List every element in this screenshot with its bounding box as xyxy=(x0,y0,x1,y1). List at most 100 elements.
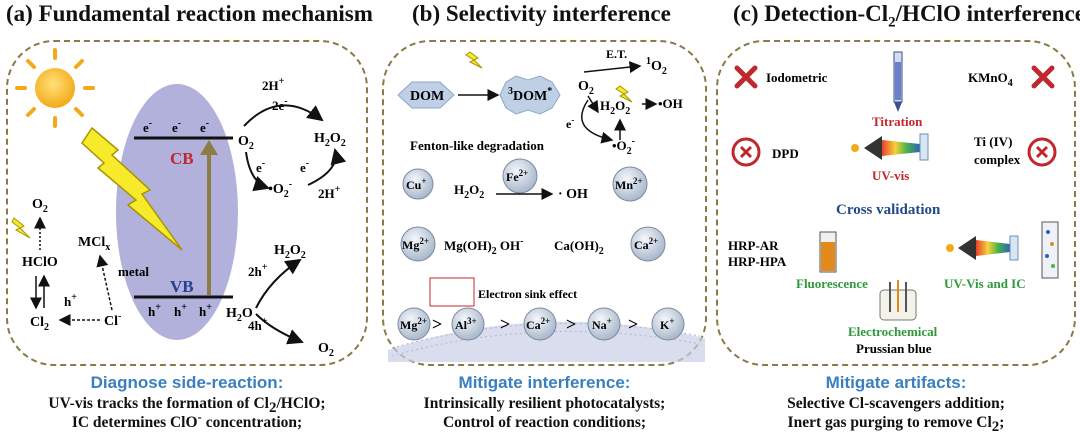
svg-text:>: > xyxy=(566,314,576,334)
panel-b-caption-title: Mitigate interference: xyxy=(458,373,631,392)
svg-text:Ca2+: Ca2+ xyxy=(634,236,658,252)
h-plus-label: h+ xyxy=(64,292,77,309)
lightning-b-icon xyxy=(465,51,483,69)
o2-label: O2 xyxy=(238,134,254,152)
svg-text:Na+: Na+ xyxy=(592,316,612,332)
ion-ranking: Mg2+ > Al3+ > Ca2+ > Na+ > K+ xyxy=(397,307,685,341)
panel-a-frame xyxy=(6,40,368,366)
panel-a-title: (a) Fundamental reaction mechanism xyxy=(6,1,373,26)
svg-text:>: > xyxy=(628,314,638,334)
metal-label: metal xyxy=(118,264,149,279)
panel-c-caption-title: Mitigate artifacts: xyxy=(825,373,967,392)
cuvette-icon xyxy=(819,231,837,273)
titration-label: Titration xyxy=(872,114,923,129)
panel-c-frame xyxy=(716,40,1076,366)
small-lightning-icon xyxy=(11,217,31,239)
svg-text:h+: h+ xyxy=(199,302,212,319)
electrochemical-label: Electrochemical xyxy=(848,324,938,339)
electron-sink-label: Electron sink effect xyxy=(478,287,577,301)
h2o2-b-label: H2O2 xyxy=(600,98,630,117)
excited-dom-label: 3DOM* xyxy=(508,86,552,104)
o2-vb-label: O2 xyxy=(318,341,334,359)
oh-radical-label: •OH xyxy=(658,96,683,111)
hydroxide-ions: Mg2+ Mg(OH)2 OH- Ca(OH)2 Ca2+ xyxy=(400,226,666,262)
uv-ic-icon xyxy=(946,221,1059,279)
cross-icon xyxy=(734,65,758,89)
cb-label: CB xyxy=(170,149,194,168)
panel-b-caption-line2: Control of reaction conditions; xyxy=(442,414,647,431)
chloride-label: Cl- xyxy=(104,311,121,329)
svg-text:Mg2+: Mg2+ xyxy=(402,236,429,252)
svg-text:e-: e- xyxy=(172,118,181,135)
h2o-label: H2O xyxy=(226,306,253,324)
hrp-ar-label: HRP-AR xyxy=(728,238,779,253)
uv-vis-prism-icon xyxy=(851,133,929,161)
svg-text:Cu+: Cu+ xyxy=(406,176,426,192)
h2o2-label-vb: H2O2 xyxy=(274,243,306,261)
oh-fenton-label: · OH xyxy=(558,187,588,202)
lightning-icon xyxy=(81,126,183,251)
sun-icon xyxy=(15,48,95,128)
panel-a-caption-line2: IC determines ClO- concentration; xyxy=(71,408,303,431)
cross-validation-label: Cross validation xyxy=(836,202,941,218)
svg-text:Mg(OH)2 OH-: Mg(OH)2 OH- xyxy=(444,236,523,257)
no-symbol-icon xyxy=(1027,137,1057,167)
dpd-label: DPD xyxy=(772,146,799,161)
svg-text:Mn2+: Mn2+ xyxy=(615,176,643,192)
panel-c-caption-line2: Inert gas purging to remove Cl2; xyxy=(787,414,1005,436)
superoxide-label: •O2- xyxy=(268,179,292,200)
electrochemical-cell-icon xyxy=(879,280,917,321)
fenton-ions: Cu+ Fe2+ Mn2+ xyxy=(402,158,648,202)
et-label: E.T. xyxy=(606,47,627,61)
fenton-label: Fenton-like degradation xyxy=(410,138,545,153)
uv-vis-label: UV-vis xyxy=(872,168,909,183)
svg-text:h+: h+ xyxy=(174,302,187,319)
o2-b-label: O2 xyxy=(578,79,594,97)
e-b-label: e- xyxy=(566,115,574,131)
no-symbol-icon xyxy=(731,137,761,167)
panel-b-frame xyxy=(382,40,707,366)
panel-b-title: (b) Selectivity interference xyxy=(412,1,671,26)
o2-left-label: O2 xyxy=(32,197,48,215)
svg-text:Ca2+: Ca2+ xyxy=(526,316,550,332)
svg-text:e-: e- xyxy=(200,118,209,135)
electrode-cell xyxy=(429,277,475,307)
dom-shape xyxy=(397,81,455,109)
cross-icon xyxy=(1031,65,1055,89)
kmno4-label: KMnO4 xyxy=(968,70,1013,89)
h2o2-label-cb: H2O2 xyxy=(314,131,346,149)
e-label-lower: e- xyxy=(256,158,265,175)
vb-label: VB xyxy=(170,277,194,296)
iodometric-label: Iodometric xyxy=(766,70,828,85)
ti-label-1: Ti (IV) xyxy=(974,134,1012,149)
panel-c-caption-line1: Selective Cl-scavengers addition; xyxy=(787,395,1005,412)
panel-b-caption-line1: Intrinsically resilient photocatalysts; xyxy=(423,395,666,412)
svg-text:K+: K+ xyxy=(660,316,674,332)
svg-text:Mg2+: Mg2+ xyxy=(400,316,427,332)
excited-dom-shape xyxy=(499,75,561,115)
svg-text:h+: h+ xyxy=(148,302,161,319)
prussian-blue-label: Prussian blue xyxy=(856,341,932,356)
h2o2-fenton-label: H2O2 xyxy=(454,182,484,201)
two-h-label: 2H+ xyxy=(262,76,285,93)
svg-text:>: > xyxy=(500,314,510,334)
hrp-hpa-label: HRP-HPA xyxy=(728,254,787,269)
svg-text:Al3+: Al3+ xyxy=(455,316,477,332)
lightning-b2-icon xyxy=(615,85,633,103)
uv-vis-ic-label: UV-Vis and IC xyxy=(944,276,1026,291)
e-label-right: e- xyxy=(300,158,309,175)
svg-text:>: > xyxy=(432,314,442,334)
singlet-o2-label: 1O2 xyxy=(646,56,667,77)
superoxide-b-label: •O2- xyxy=(612,136,635,157)
dom-label: DOM xyxy=(410,89,444,104)
svg-text:Ca(OH)2: Ca(OH)2 xyxy=(554,238,604,257)
burette-icon xyxy=(893,51,903,112)
cb-electrons: e- e- e- xyxy=(143,118,209,135)
hclo-label: HClO xyxy=(22,255,58,270)
fluorescence-label: Fluorescence xyxy=(796,276,868,291)
svg-text:Fe2+: Fe2+ xyxy=(506,168,528,184)
vb-holes: h+ h+ h+ xyxy=(148,302,212,319)
panel-a-caption-line1: UV-vis tracks the formation of Cl2/HClO; xyxy=(48,395,326,417)
cl2-label: Cl2 xyxy=(30,315,49,333)
